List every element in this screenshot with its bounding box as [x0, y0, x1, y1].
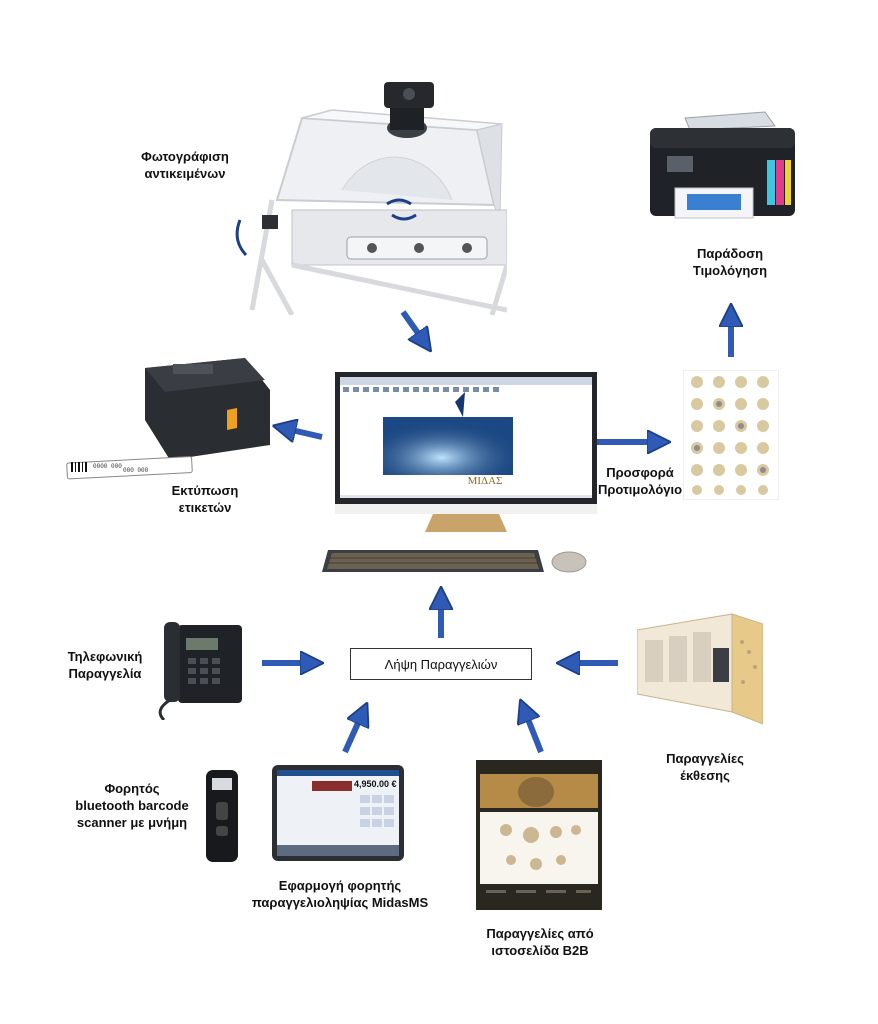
tablet-icon: 4,950.00 € — [272, 765, 404, 861]
label-b2b: Παραγγελίες από ιστοσελίδα B2B — [486, 926, 594, 958]
showroom-icon — [636, 612, 764, 730]
label-photo: Φωτογράφιση αντικειμένων — [141, 149, 229, 181]
label-offer: Προσφορά Προτιμολόγιο — [597, 465, 683, 497]
label-scanner: Φορητός bluetooth barcode scanner με μνή… — [75, 781, 189, 830]
printer-icon — [645, 108, 800, 228]
label-app: Εφαρμογή φορητής παραγγελιοληψίας MidasM… — [251, 878, 429, 910]
computer-icon: ΜΙΔΑΣ — [335, 372, 597, 532]
screen-brand: ΜΙΔΑΣ — [467, 475, 503, 487]
svg-text:0000 000: 0000 000 — [93, 463, 122, 470]
label-receive: Λήψη Παραγγελιών — [384, 656, 498, 672]
scanner-icon — [202, 768, 242, 864]
label-labels: Εκτύπωση ετικετών — [171, 483, 239, 515]
arrow-photo-to-computer — [400, 310, 425, 343]
phone-icon — [156, 620, 246, 722]
svg-text:000 000: 000 000 — [123, 467, 149, 474]
tablet-amount: 4,950.00 € — [354, 779, 397, 789]
keyboard-icon — [322, 548, 544, 574]
arrow-app-to-receive — [342, 712, 363, 754]
arrow-computer-to-labels — [283, 428, 323, 437]
receive-orders-box: Λήψη Παραγγελιών — [350, 648, 532, 680]
website-icon — [476, 760, 602, 910]
label-phone: Τηλεφωνική Παραγγελία — [67, 649, 143, 681]
label-delivery: Παράδοση Τιμολόγηση — [692, 246, 768, 278]
label-showroom: Παραγγελίες έκθεσης — [666, 751, 744, 783]
catalog-icon — [682, 369, 780, 501]
camera-light-tent-icon — [232, 80, 510, 317]
mouse-icon — [551, 551, 587, 573]
arrow-b2b-to-receive — [524, 709, 544, 754]
